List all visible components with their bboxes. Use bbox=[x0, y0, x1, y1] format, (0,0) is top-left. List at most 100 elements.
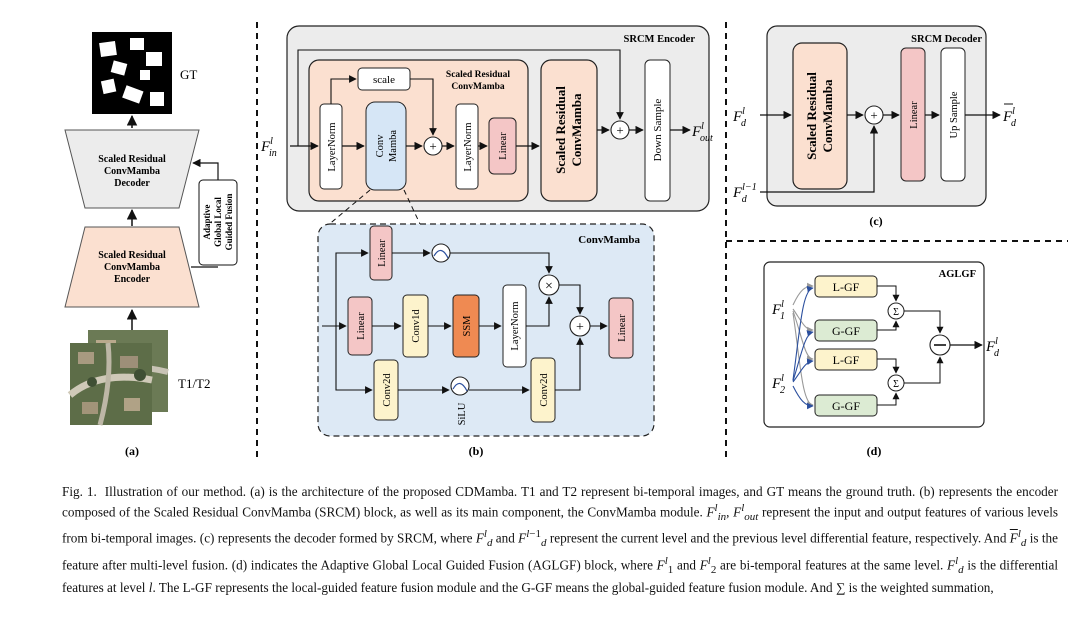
ggf-label-1: G-GF bbox=[832, 324, 860, 338]
arrow-scale-add bbox=[410, 78, 437, 136]
aglgf-title: AGLGF bbox=[939, 269, 976, 280]
convmamba-title: ConvMamba bbox=[578, 234, 640, 246]
arrow-to-scale bbox=[330, 75, 357, 104]
decoder-trapezoid bbox=[64, 129, 200, 209]
decoder-line-1: Scaled Residual bbox=[98, 154, 166, 165]
conv-mamba-line-2: Mamba bbox=[388, 130, 399, 162]
lgf1-sum bbox=[877, 285, 900, 302]
conv1d-label: Conv1d bbox=[411, 309, 422, 343]
f1-main: F bbox=[771, 302, 782, 318]
fusion-line-3: Guided Fusion bbox=[224, 194, 234, 251]
figure-caption: Fig. 1. Illustration of our method. (a) … bbox=[62, 484, 1059, 595]
add-symbol-2: + bbox=[616, 123, 623, 138]
fd-prev-sup: l−1 bbox=[742, 182, 757, 193]
linear-top-label: Linear bbox=[377, 239, 388, 267]
ggf1-sum bbox=[877, 320, 900, 331]
f1-sup: l bbox=[781, 299, 784, 310]
fusion-line-1: Adaptive bbox=[202, 204, 212, 239]
block-title-1: Scaled Residual bbox=[446, 70, 510, 80]
srcm-dec-line-1: Scaled Residual bbox=[804, 72, 819, 160]
encoder-line-1: Scaled Residual bbox=[98, 250, 166, 261]
linear-mid-label: Linear bbox=[356, 312, 367, 340]
f-out-sup: l bbox=[701, 121, 704, 132]
fd-prev-sub: d bbox=[742, 194, 748, 205]
srcm-dec-block bbox=[792, 42, 848, 190]
fd-out-sub: d bbox=[1011, 118, 1017, 129]
fd-main: F bbox=[732, 109, 743, 125]
panel-b: SRCM Encoder Scaled Residual ConvMamba s… bbox=[260, 25, 713, 458]
cm-ln-mult bbox=[526, 296, 553, 327]
silu-bottom-node bbox=[450, 376, 470, 396]
gt-mask-image bbox=[92, 32, 172, 114]
input-label: T1/T2 bbox=[178, 376, 211, 391]
fd-sub: d bbox=[741, 118, 747, 129]
conv-mamba-line-1: Conv bbox=[375, 134, 386, 158]
fusion-line-2: Global Local bbox=[213, 197, 223, 247]
conv2d-left-label: Conv2d bbox=[382, 373, 393, 407]
convmamba-detail-box bbox=[317, 223, 655, 437]
f2-sup: l bbox=[781, 373, 784, 384]
fd-d-sup: l bbox=[995, 336, 998, 347]
block-title-2: ConvMamba bbox=[451, 82, 505, 92]
conv-mamba-box bbox=[365, 101, 407, 191]
ggf2-sum bbox=[877, 392, 900, 406]
add-symbol-dec: + bbox=[870, 108, 877, 123]
arrow-fdprev-add bbox=[760, 125, 879, 193]
f-out-main: F bbox=[691, 124, 702, 140]
aglgf-box bbox=[763, 261, 985, 428]
f2-to-ggf1 bbox=[792, 330, 814, 382]
fd-sup: l bbox=[742, 106, 745, 117]
f-in-sup: l bbox=[270, 136, 273, 147]
fd-out-sup: l bbox=[1012, 106, 1015, 117]
caption-b: (b) bbox=[469, 444, 484, 458]
lgf-label-1: L-GF bbox=[833, 280, 860, 294]
caption-a: (a) bbox=[125, 444, 139, 458]
layernorm-detail-label: LayerNorm bbox=[510, 302, 521, 351]
down-sample-label: Down Sample bbox=[652, 99, 664, 162]
conv2d-right-label: Conv2d bbox=[539, 373, 550, 407]
cm-branch-top bbox=[335, 249, 369, 326]
decoder-line-2: ConvMamba bbox=[104, 166, 160, 177]
panel-c: SRCM Decoder Scaled Residual ConvMamba +… bbox=[732, 25, 1017, 228]
srcm-dec-line-2: ConvMamba bbox=[820, 79, 835, 152]
scale-label: scale bbox=[373, 74, 395, 86]
add-symbol-1: + bbox=[429, 139, 436, 154]
panel-a: GT Scaled Residual ConvMamba Decoder Sca… bbox=[64, 32, 238, 458]
silu-label: SiLU bbox=[457, 402, 468, 425]
add-symbol-detail: + bbox=[576, 320, 584, 335]
linear-right-label: Linear bbox=[617, 314, 628, 342]
f-in-main: F bbox=[260, 139, 271, 155]
f2-main: F bbox=[771, 376, 782, 392]
f1-to-lgf2 bbox=[792, 310, 814, 363]
gt-label: GT bbox=[180, 67, 197, 82]
f1-sub: 1 bbox=[780, 311, 785, 322]
caption-c: (c) bbox=[869, 214, 882, 228]
linear-right-box bbox=[608, 297, 634, 359]
f2-sub: 2 bbox=[780, 385, 785, 396]
arrow-outer-skip bbox=[297, 49, 624, 146]
f2-to-lgf2 bbox=[792, 358, 814, 383]
cm-conv2d-add bbox=[555, 337, 584, 391]
fd-prev-main: F bbox=[732, 185, 743, 201]
srcm-big-line-2: ConvMamba bbox=[569, 93, 584, 166]
linear-dec-label: Linear bbox=[909, 101, 920, 129]
f2-to-lgf1 bbox=[792, 285, 814, 381]
lgf-label-2: L-GF bbox=[833, 353, 860, 367]
silu-top-node bbox=[431, 243, 451, 263]
ssm-label: SSM bbox=[462, 315, 473, 337]
fd-d-sub: d bbox=[994, 348, 1000, 359]
cm-branch-bottom bbox=[335, 326, 373, 394]
cm-silu-mult bbox=[450, 252, 553, 274]
srcm-big-line-1: Scaled Residual bbox=[553, 86, 568, 174]
arrow-fusion-dec bbox=[192, 158, 219, 180]
sum-symbol-1: Σ bbox=[893, 307, 899, 318]
